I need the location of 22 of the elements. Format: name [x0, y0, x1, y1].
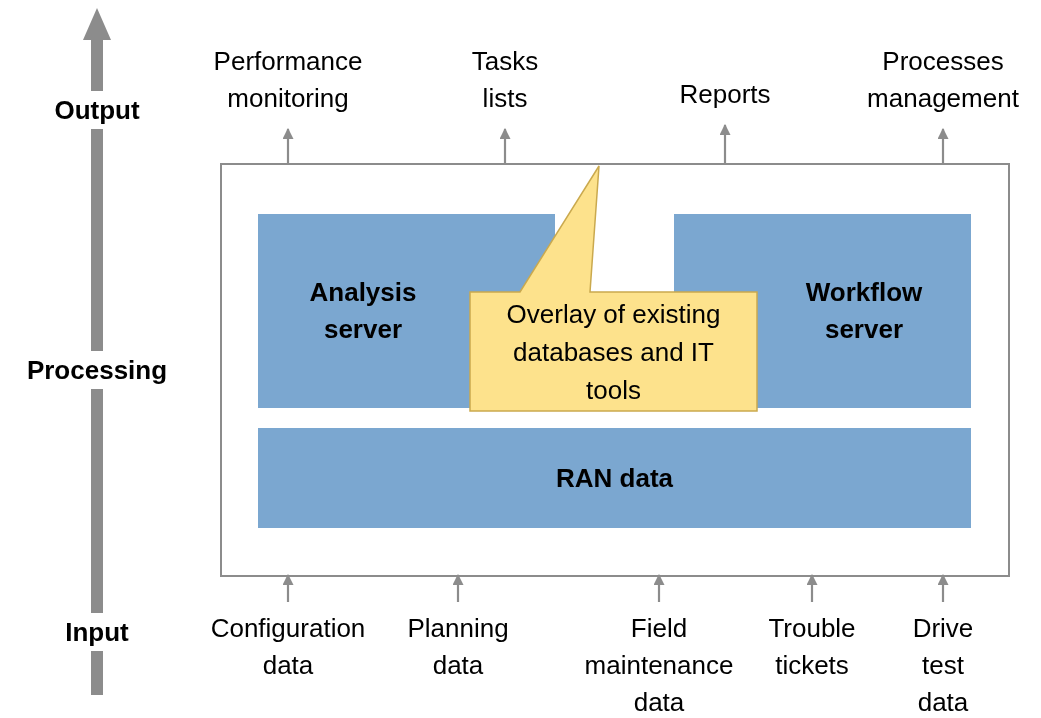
stage-label: Output [54, 91, 140, 129]
stage-label: Input [65, 613, 129, 651]
server-block: RAN data [258, 428, 971, 528]
flow-label: Configuration data [188, 610, 388, 684]
arrow [452, 573, 464, 602]
arrow [499, 127, 511, 165]
callout-box: Overlay of existing databases and IT tools [469, 165, 758, 412]
arrow [282, 127, 294, 165]
arrow [282, 573, 294, 602]
arrow [937, 573, 949, 602]
stage-label: Processing [26, 351, 168, 389]
flow-label: Drive test data [895, 610, 991, 718]
flow-label: Reports [660, 76, 790, 113]
arrow [719, 123, 731, 165]
flow-label: Processes management [843, 43, 1041, 117]
flow-label: Tasks lists [462, 43, 548, 117]
system-frame [220, 163, 1010, 577]
arrow [937, 127, 949, 165]
arrow [806, 573, 818, 602]
flow-label: Performance monitoring [190, 43, 386, 117]
flow-label: Planning data [390, 610, 526, 684]
arrow [653, 573, 665, 602]
